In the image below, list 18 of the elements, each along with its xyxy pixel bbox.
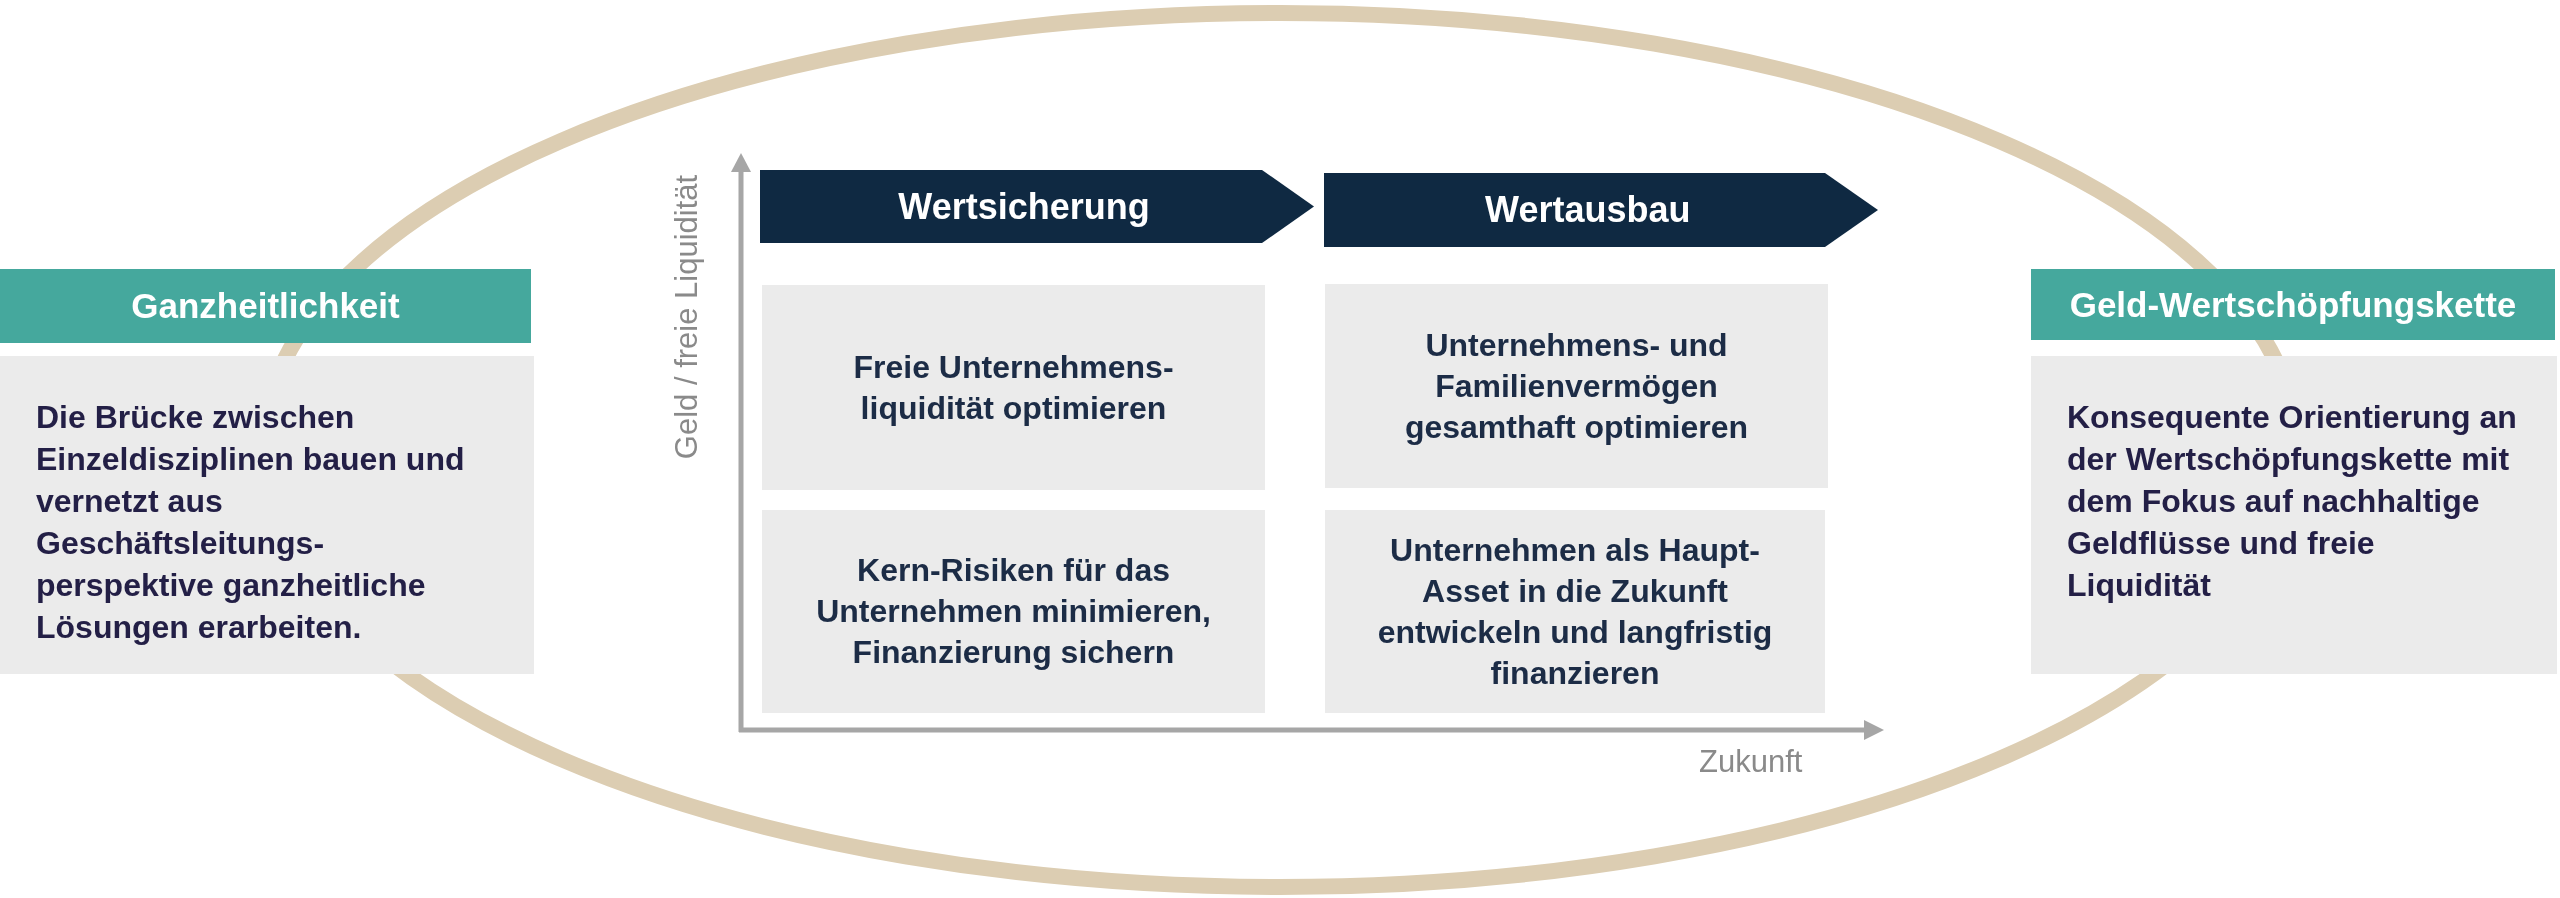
header-band xyxy=(0,269,531,343)
text-panel xyxy=(0,356,534,674)
panel-text: Die Brücke zwischen Einzeldisziplinen bauen und vernetzt aus Geschäftsleitungs- perspektive ganzheitliche Lösungen erarbeiten. xyxy=(36,398,466,647)
quadrant-text: Unternehmens- und Familienvermögen gesamthaft optimieren xyxy=(1403,325,1750,447)
quadrant-text: Kern-Risiken für das Unternehmen minimieren, Finanzierung sichern xyxy=(815,551,1212,672)
text-panel xyxy=(2031,356,2557,674)
panel-heading: Geld-Wertschöpfungskette xyxy=(2069,284,2517,325)
quadrant-text: Freie Unternehmens- liquidität optimieren xyxy=(852,347,1175,428)
chevron-banner xyxy=(760,170,1314,243)
quadrant-text: Unternehmen als Haupt- Asset in die Zukunft entwickeln und langfristig finanzieren xyxy=(1376,530,1774,693)
axis-label: Zukunft xyxy=(1699,745,1803,779)
banner-label: Wertausbau xyxy=(1485,190,1691,230)
header-band xyxy=(2031,269,2555,340)
chevron-banner xyxy=(1324,173,1878,247)
banner-label: Wertsicherung xyxy=(898,186,1150,227)
panel-heading: Ganzheitlichkeit xyxy=(131,286,400,326)
panel-text: Konsequente Orientierung an der Wertschöpfungskette mit dem Fokus auf nachhaltige Geldflüsse und freie Liquidität xyxy=(2067,398,2518,605)
axis-label: Geld / freie Liquidität xyxy=(670,174,705,460)
